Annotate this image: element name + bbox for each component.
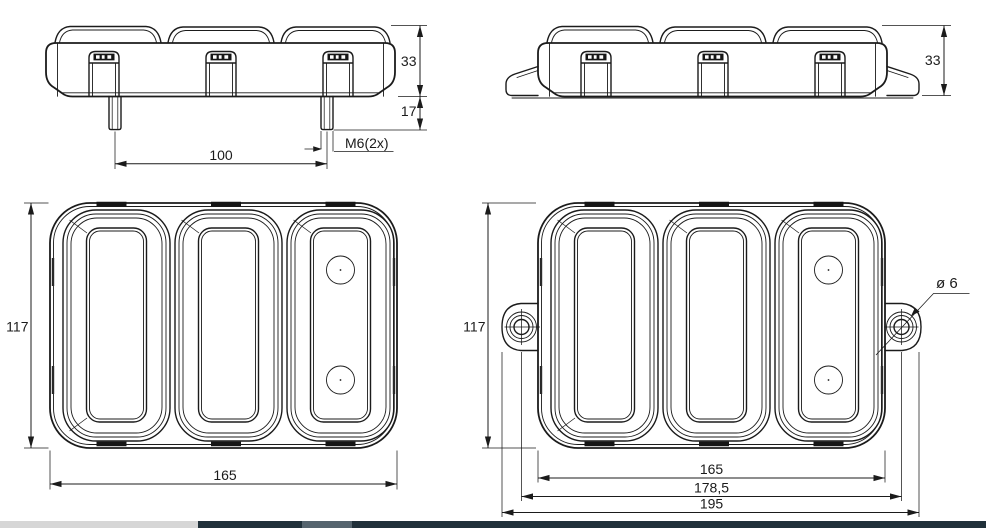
dim-height-117: 117 (6, 202, 49, 449)
extension-lines (882, 25, 951, 96)
view-side-with-studs: 33 17 100 M6(2x) (45, 25, 427, 169)
leader-arrowhead (911, 307, 920, 316)
mounting-studs (108, 95, 334, 131)
label-stud-thread-m6: M6(2x) (304, 135, 394, 152)
dim-height-117: 117 (463, 202, 536, 449)
dim-label-width: 165 (213, 467, 237, 483)
view-side-with-flanges: 33 (505, 25, 951, 99)
thread-label: M6(2x) (345, 135, 389, 151)
extension-lines (521, 352, 902, 501)
dim-label-spacing: 100 (209, 147, 233, 163)
flange-right (886, 65, 920, 97)
dim-label-height: 33 (925, 52, 941, 68)
view-front-with-flanges: ø 6 117 165 178,5 195 (463, 200, 970, 517)
dim-label-lens-width: 165 (700, 461, 724, 477)
extension-lines (114, 131, 334, 169)
flange-left-inner (516, 70, 539, 78)
flange-right-inner (886, 70, 909, 78)
footer-light-strip (0, 521, 198, 528)
lamp-front-body (537, 200, 886, 449)
dim-height-33: 33 (882, 25, 951, 96)
lamp-front-body (49, 200, 398, 449)
ear-left-crosshair (504, 309, 540, 345)
footer-dark-bar (198, 521, 986, 528)
mounting-ears (501, 302, 922, 352)
dim-label-height: 33 (401, 53, 417, 69)
dim-label-stud-length: 17 (401, 103, 417, 119)
dim-height-33: 33 (391, 25, 427, 97)
dim-lens-width-165: 165 (537, 450, 886, 483)
stud-outline (108, 95, 334, 131)
hole-diameter-label: ø 6 (936, 275, 958, 292)
extension-lines (501, 352, 920, 517)
label-hole-diameter: ø 6 (875, 275, 970, 356)
ear-right-outline (884, 302, 922, 352)
lamp-side-body (45, 25, 396, 98)
dim-stud-length-17: 17 (333, 96, 427, 131)
dim-label-overall-width: 195 (700, 496, 724, 512)
leader-line (875, 293, 970, 356)
leader-arrowhead (313, 146, 322, 152)
ear-right-crosshair (884, 309, 919, 345)
extension-lines (482, 202, 536, 449)
flange-left (505, 65, 539, 97)
dim-label-height: 117 (463, 319, 486, 335)
dim-width-165: 165 (49, 450, 398, 490)
footer-accent-segment (302, 521, 352, 528)
side-flange-brackets (505, 65, 920, 99)
dim-overall-width-195: 195 (501, 352, 920, 517)
dim-hole-spacing-178-5: 178,5 (521, 352, 902, 501)
dim-stud-spacing-100: 100 (114, 131, 334, 169)
stud-thread-lines (111, 96, 331, 129)
lamp-side-body (537, 25, 888, 98)
view-front-with-studs: 117 165 (6, 200, 398, 490)
dim-label-height: 117 (6, 319, 29, 335)
dim-label-hole-spacing: 178,5 (694, 480, 729, 496)
leader-line (304, 148, 394, 152)
ear-left-outline (501, 302, 539, 352)
